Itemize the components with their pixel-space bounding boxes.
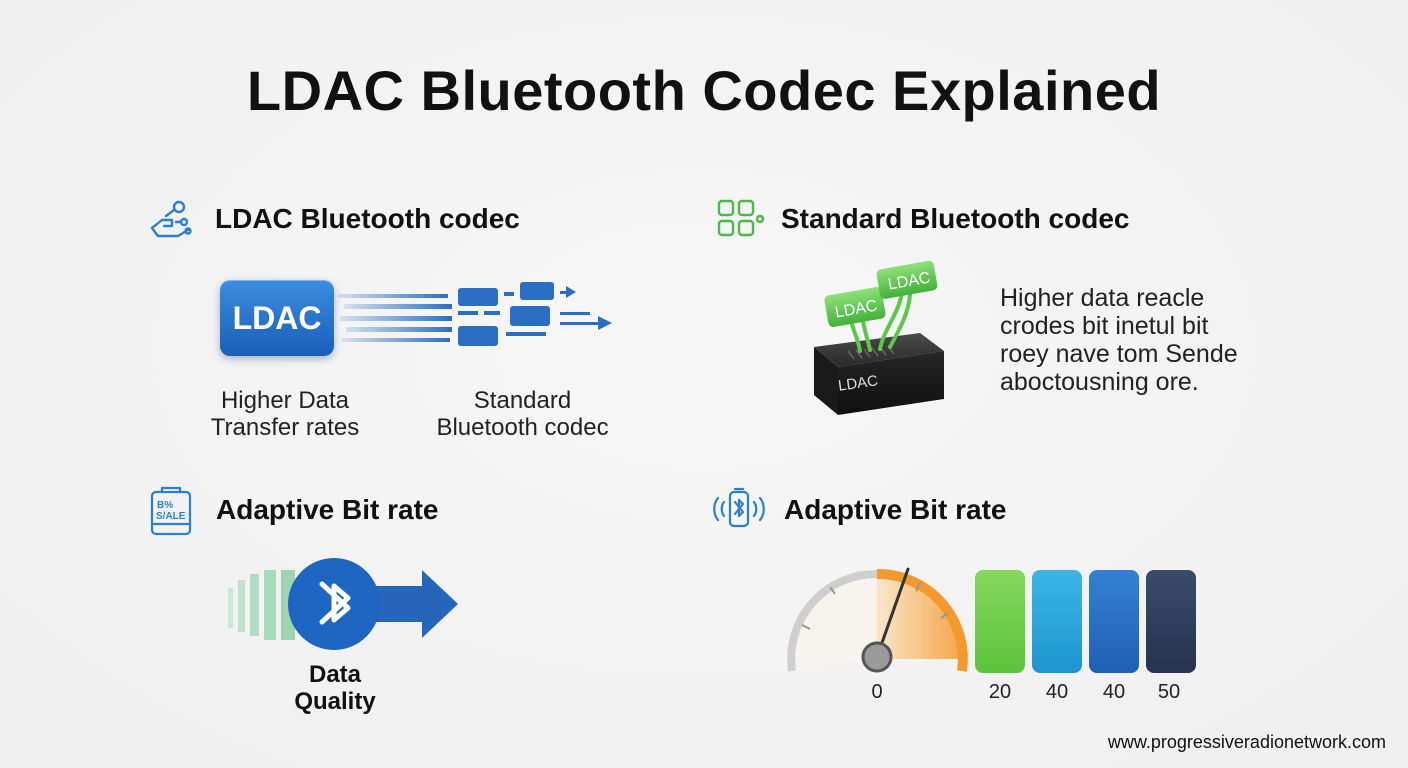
ldac-box: LDAC — [220, 280, 334, 356]
bar-label: 40 — [1045, 681, 1069, 703]
caption-line: Transfer rates — [210, 414, 360, 441]
adaptive-left-heading: Adaptive Bit rate — [216, 494, 439, 525]
caption-higher-data: Higher Data Transfer rates — [180, 387, 390, 441]
bar-label: 50 — [1157, 681, 1181, 703]
bitrate-bar — [1089, 570, 1139, 673]
sale-tag-icon: B% S/ALE — [148, 486, 196, 538]
caption-line: Bluetooth codec — [436, 414, 609, 441]
ldac-heading: LDAC Bluetooth codec — [215, 203, 520, 234]
page-title: LDAC Bluetooth Codec Explained — [246, 59, 1162, 122]
bluetooth-arrow-graphic — [226, 556, 466, 661]
data-quality-caption: Data Quality — [265, 661, 405, 715]
caption-line: Higher Data — [220, 387, 350, 414]
caption-standard-codec: Standard Bluetooth codec — [410, 387, 635, 441]
bitrate-bar — [1032, 570, 1082, 673]
caption-line: Data — [308, 661, 362, 688]
bar-label: 40 — [1102, 681, 1126, 703]
caption-line: Quality — [294, 688, 376, 715]
description-line: aboctousning ore. — [1000, 368, 1199, 396]
gauge-label: 0 — [871, 681, 883, 703]
description-line: roey nave tom Sende — [1000, 340, 1238, 368]
bitrate-bar — [1146, 570, 1196, 673]
svg-text:S/ALE: S/ALE — [156, 511, 186, 522]
description-line: Higher data reacle — [1000, 284, 1205, 312]
network-hand-icon — [148, 198, 194, 244]
svg-text:B%: B% — [157, 500, 173, 511]
data-flow-graphic — [334, 278, 624, 363]
bar-label: 20 — [988, 681, 1012, 703]
standard-description: Higher data reacle crodes bit inetul bit… — [1000, 284, 1300, 396]
caption-line: Standard — [473, 387, 572, 414]
speed-gauge — [780, 555, 975, 680]
bitrate-bar — [975, 570, 1025, 673]
description-line: crodes bit inetul bit — [1000, 312, 1209, 340]
footer-url: www.progressiveradionetwork.com — [1107, 732, 1386, 752]
ldac-device-graphic — [810, 255, 960, 430]
adaptive-right-heading: Adaptive Bit rate — [784, 494, 1007, 525]
standard-heading: Standard Bluetooth codec — [781, 203, 1130, 234]
grid-squares-icon — [716, 198, 766, 240]
ldac-box-label: LDAC — [232, 299, 322, 336]
bluetooth-battery-icon — [710, 486, 768, 532]
